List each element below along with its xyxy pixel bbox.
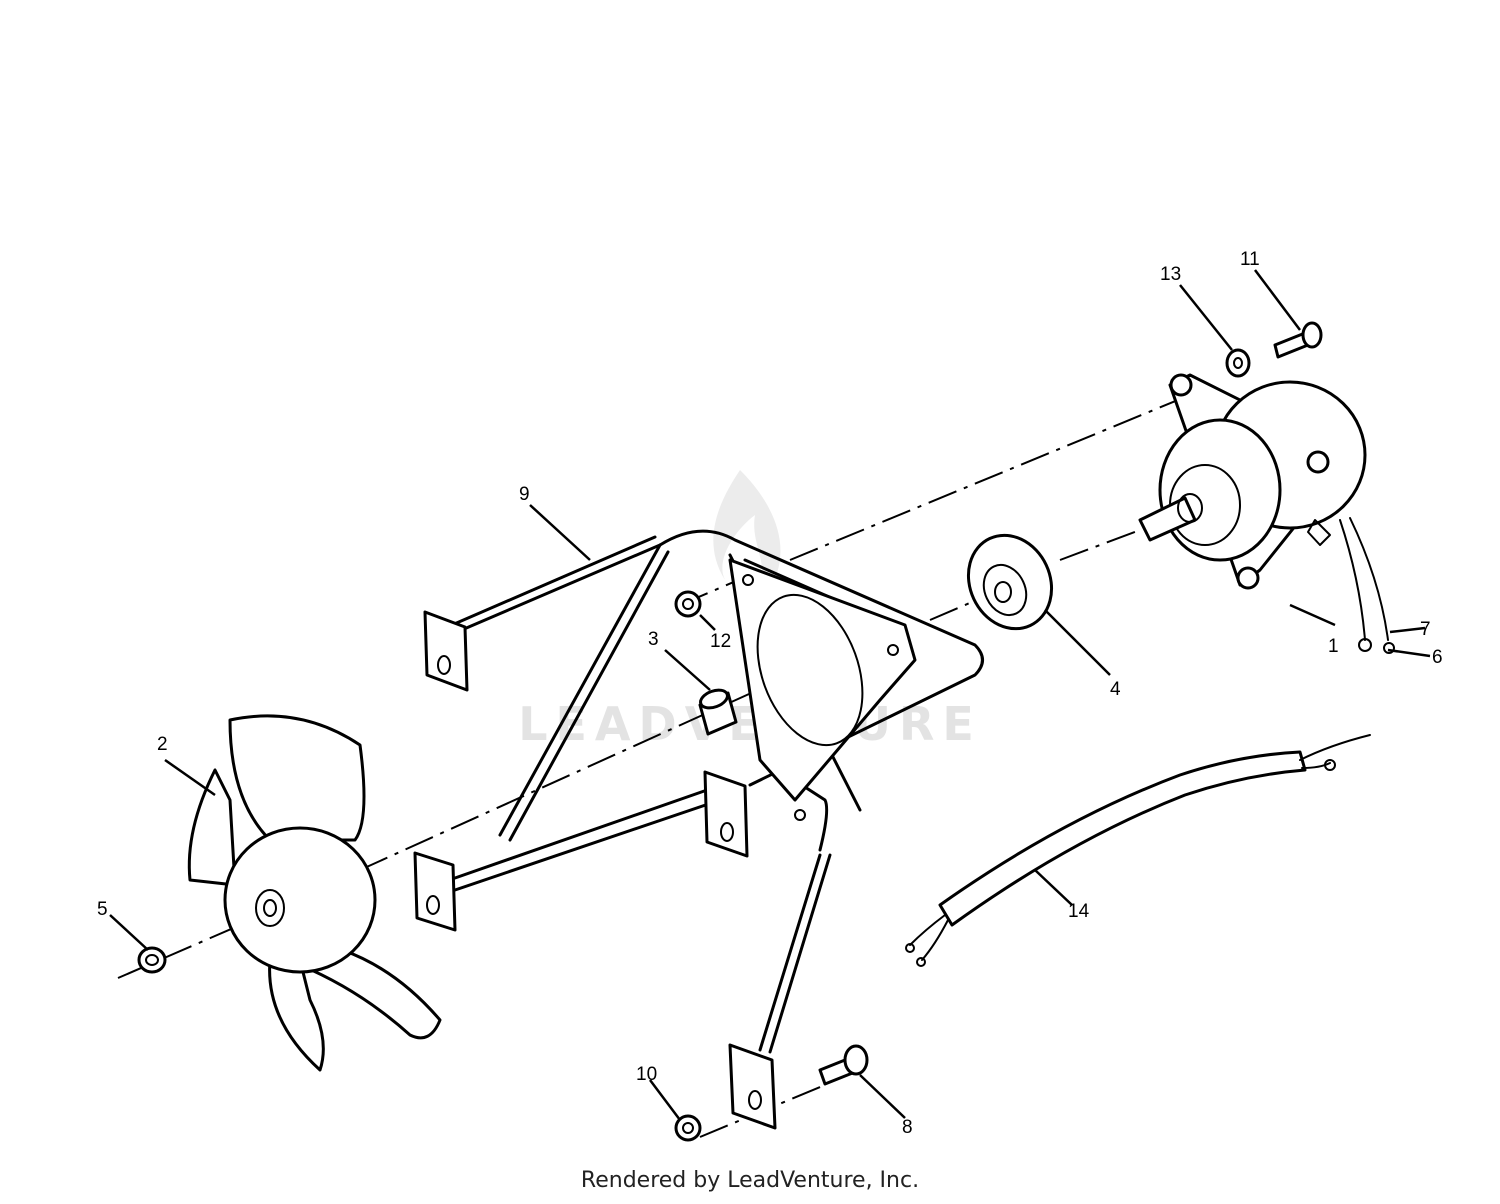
grommet [966, 533, 1054, 631]
bracket-bolt [818, 1044, 869, 1086]
bracket-lower-nut [674, 1114, 702, 1142]
callout-13: 13 [1160, 264, 1181, 285]
svg-text:LEADVENTURE: LEADVENTURE [518, 697, 982, 751]
callout-5: 5 [97, 899, 108, 920]
render-credit: Rendered by LeadVenture, Inc. [580, 1168, 920, 1193]
callout-12: 12 [710, 631, 731, 652]
callout-3: 3 [648, 629, 659, 650]
callout-4: 4 [1110, 679, 1121, 700]
spacer [698, 688, 738, 736]
bracket [413, 529, 984, 1130]
fan-nut [137, 946, 167, 974]
wire-harness [905, 734, 1371, 967]
leader-lines [109, 269, 1431, 1121]
callout-14: 14 [1068, 901, 1090, 922]
callout-2: 2 [157, 734, 168, 755]
motor [1138, 373, 1395, 654]
washer [1225, 348, 1251, 378]
callout-9: 9 [519, 484, 530, 505]
fan-blade [187, 714, 442, 1072]
callout-11: 11 [1240, 249, 1260, 270]
callout-7: 7 [1420, 619, 1431, 640]
callout-1: 1 [1328, 636, 1339, 657]
callout-10: 10 [636, 1064, 657, 1085]
callout-8: 8 [902, 1117, 913, 1138]
callout-labels: 1 2 3 4 5 6 7 8 9 10 11 12 13 14 [97, 249, 1443, 1138]
motor-bolt [1273, 321, 1323, 359]
callout-6: 6 [1432, 647, 1443, 668]
bracket-nut [674, 590, 702, 618]
